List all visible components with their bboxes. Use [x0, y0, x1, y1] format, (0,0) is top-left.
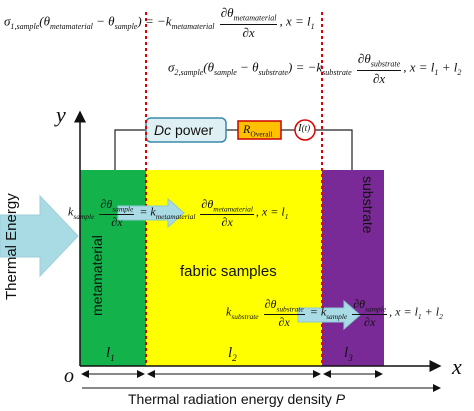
current-source-circle	[294, 119, 316, 141]
metamaterial-label: metamaterial	[89, 235, 105, 316]
dc-power-box	[145, 117, 227, 143]
boundary-equation-2: σ2,sample(θsample − θsubstrate) = −ksubs…	[168, 51, 462, 86]
fabric-samples-label: fabric samples	[180, 263, 277, 280]
dc-power-label: Dc power	[154, 122, 214, 138]
thermal-energy-arrow	[0, 194, 79, 278]
circuit-wire-right	[314, 129, 353, 170]
resistor-box	[237, 120, 282, 140]
l3-label: l3	[344, 345, 353, 364]
y-axis-label: y	[56, 102, 66, 127]
energy-density-label: Thermal radiation energy density P	[128, 391, 346, 407]
l1-label: l1	[106, 345, 115, 364]
resistor-label: ROverall	[243, 122, 273, 139]
circuit-wire	[114, 129, 146, 170]
flux-arrow-1	[117, 197, 185, 229]
x-axis-label: x	[452, 354, 462, 379]
substrate-label: substrate	[360, 176, 376, 234]
boundary-equation-1: σ1,sample(θmetamaterial − θsample) = −km…	[4, 5, 315, 40]
length-dimensions	[81, 370, 441, 392]
metamaterial-region	[80, 170, 146, 366]
thermal-energy-label: Thermal Energy	[3, 193, 20, 300]
fabric-region	[146, 170, 322, 366]
substrate-region	[322, 170, 384, 366]
interface-equation-2: ksubstrate ∂θsubstrate∂x = ksample ∂θsam…	[226, 297, 443, 329]
origin-label: o	[64, 365, 74, 387]
l2-label: l2	[228, 345, 237, 364]
flux-arrow-2	[297, 299, 361, 331]
interface-equation-1: ksample ∂θsample∂x = kmetamaterial ∂θmet…	[68, 197, 289, 229]
current-source-label: I(t)	[298, 122, 311, 134]
